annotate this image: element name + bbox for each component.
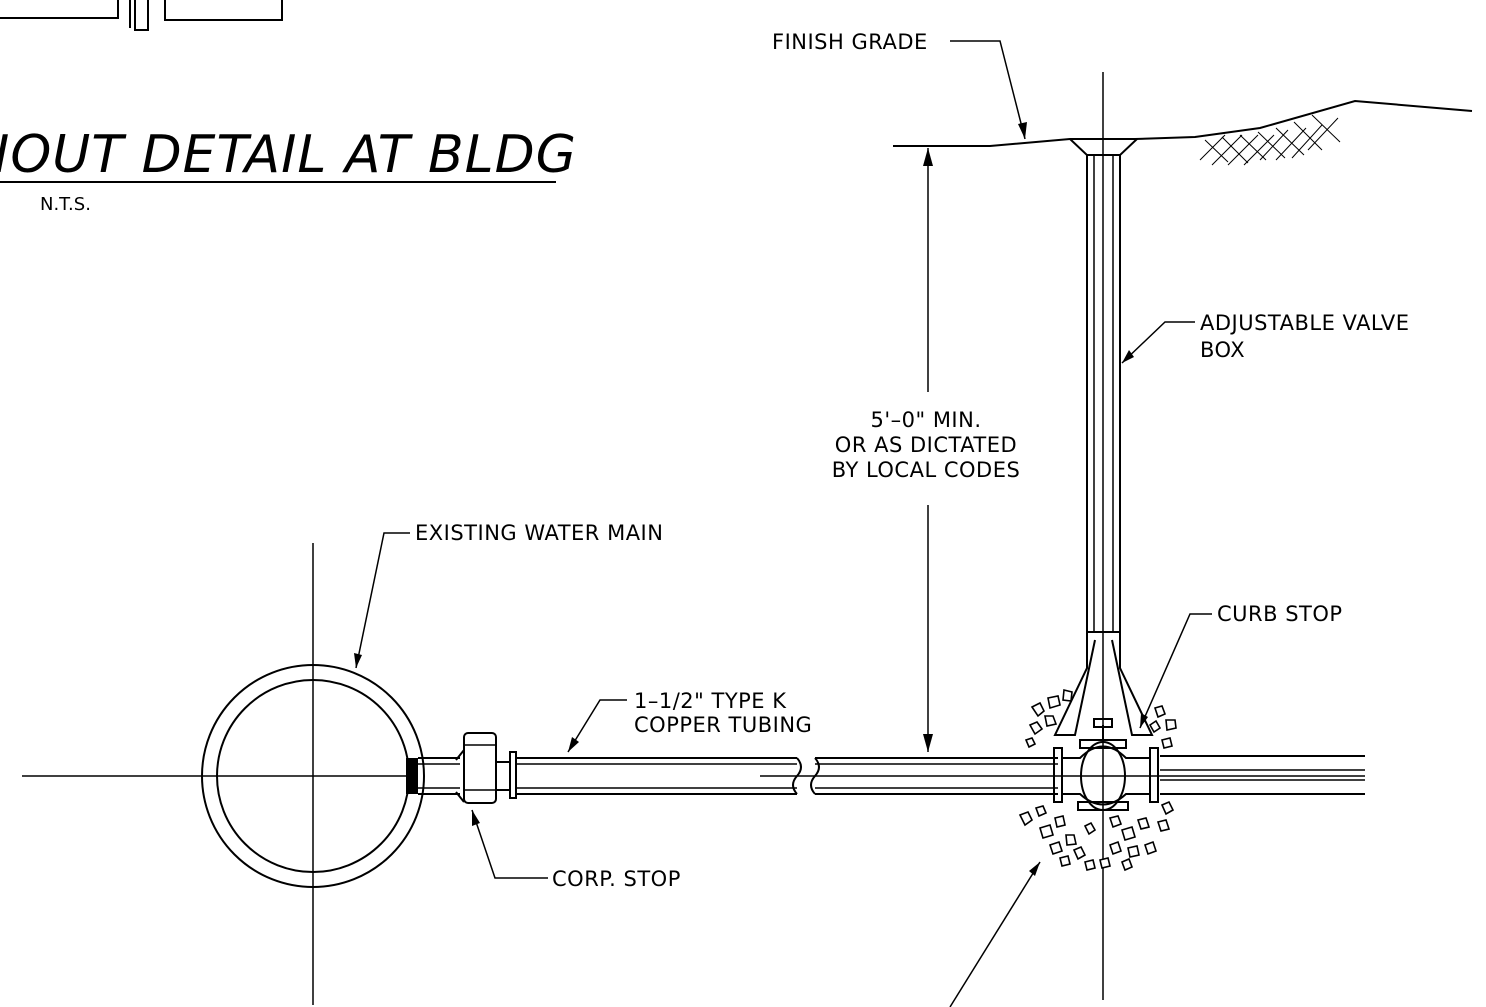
corp-stop-valve — [455, 732, 517, 804]
water-main-label: EXISTING WATER MAIN — [415, 521, 663, 545]
adjustable-valve-box — [1053, 138, 1154, 736]
depth-label-line3: BY LOCAL CODES — [832, 458, 1021, 482]
depth-label-line2: OR AS DICTATED — [835, 433, 1017, 457]
valve-box-label-line1: ADJUSTABLE VALVE — [1200, 311, 1409, 335]
finish-grade-label: FINISH GRADE — [772, 30, 928, 54]
gravel-bedding — [1018, 688, 1177, 872]
curb-stop-valve — [1053, 718, 1159, 811]
copper-service-tubing — [418, 755, 1365, 795]
tubing-label-line1: 1–1/2" TYPE K — [634, 689, 787, 713]
partial-upper-detail — [0, 0, 283, 31]
tubing-label-line2: COPPER TUBING — [634, 713, 812, 737]
leader-lines — [354, 40, 1212, 1007]
title-block: IOUT DETAIL AT BLDG N.T.S. — [0, 125, 577, 215]
depth-dimension — [923, 148, 933, 752]
depth-label-line1: 5'–0" MIN. — [870, 408, 981, 432]
valve-box-label-line2: BOX — [1200, 338, 1245, 362]
curb-stop-label: CURB STOP — [1217, 602, 1343, 626]
scale-note: N.T.S. — [40, 194, 91, 215]
finish-grade-line — [893, 99, 1473, 147]
soil-hatch — [1199, 114, 1341, 166]
detail-title: IOUT DETAIL AT BLDG — [0, 125, 577, 185]
existing-water-main — [22, 543, 425, 1005]
corp-stop-label: CORP. STOP — [552, 867, 681, 891]
